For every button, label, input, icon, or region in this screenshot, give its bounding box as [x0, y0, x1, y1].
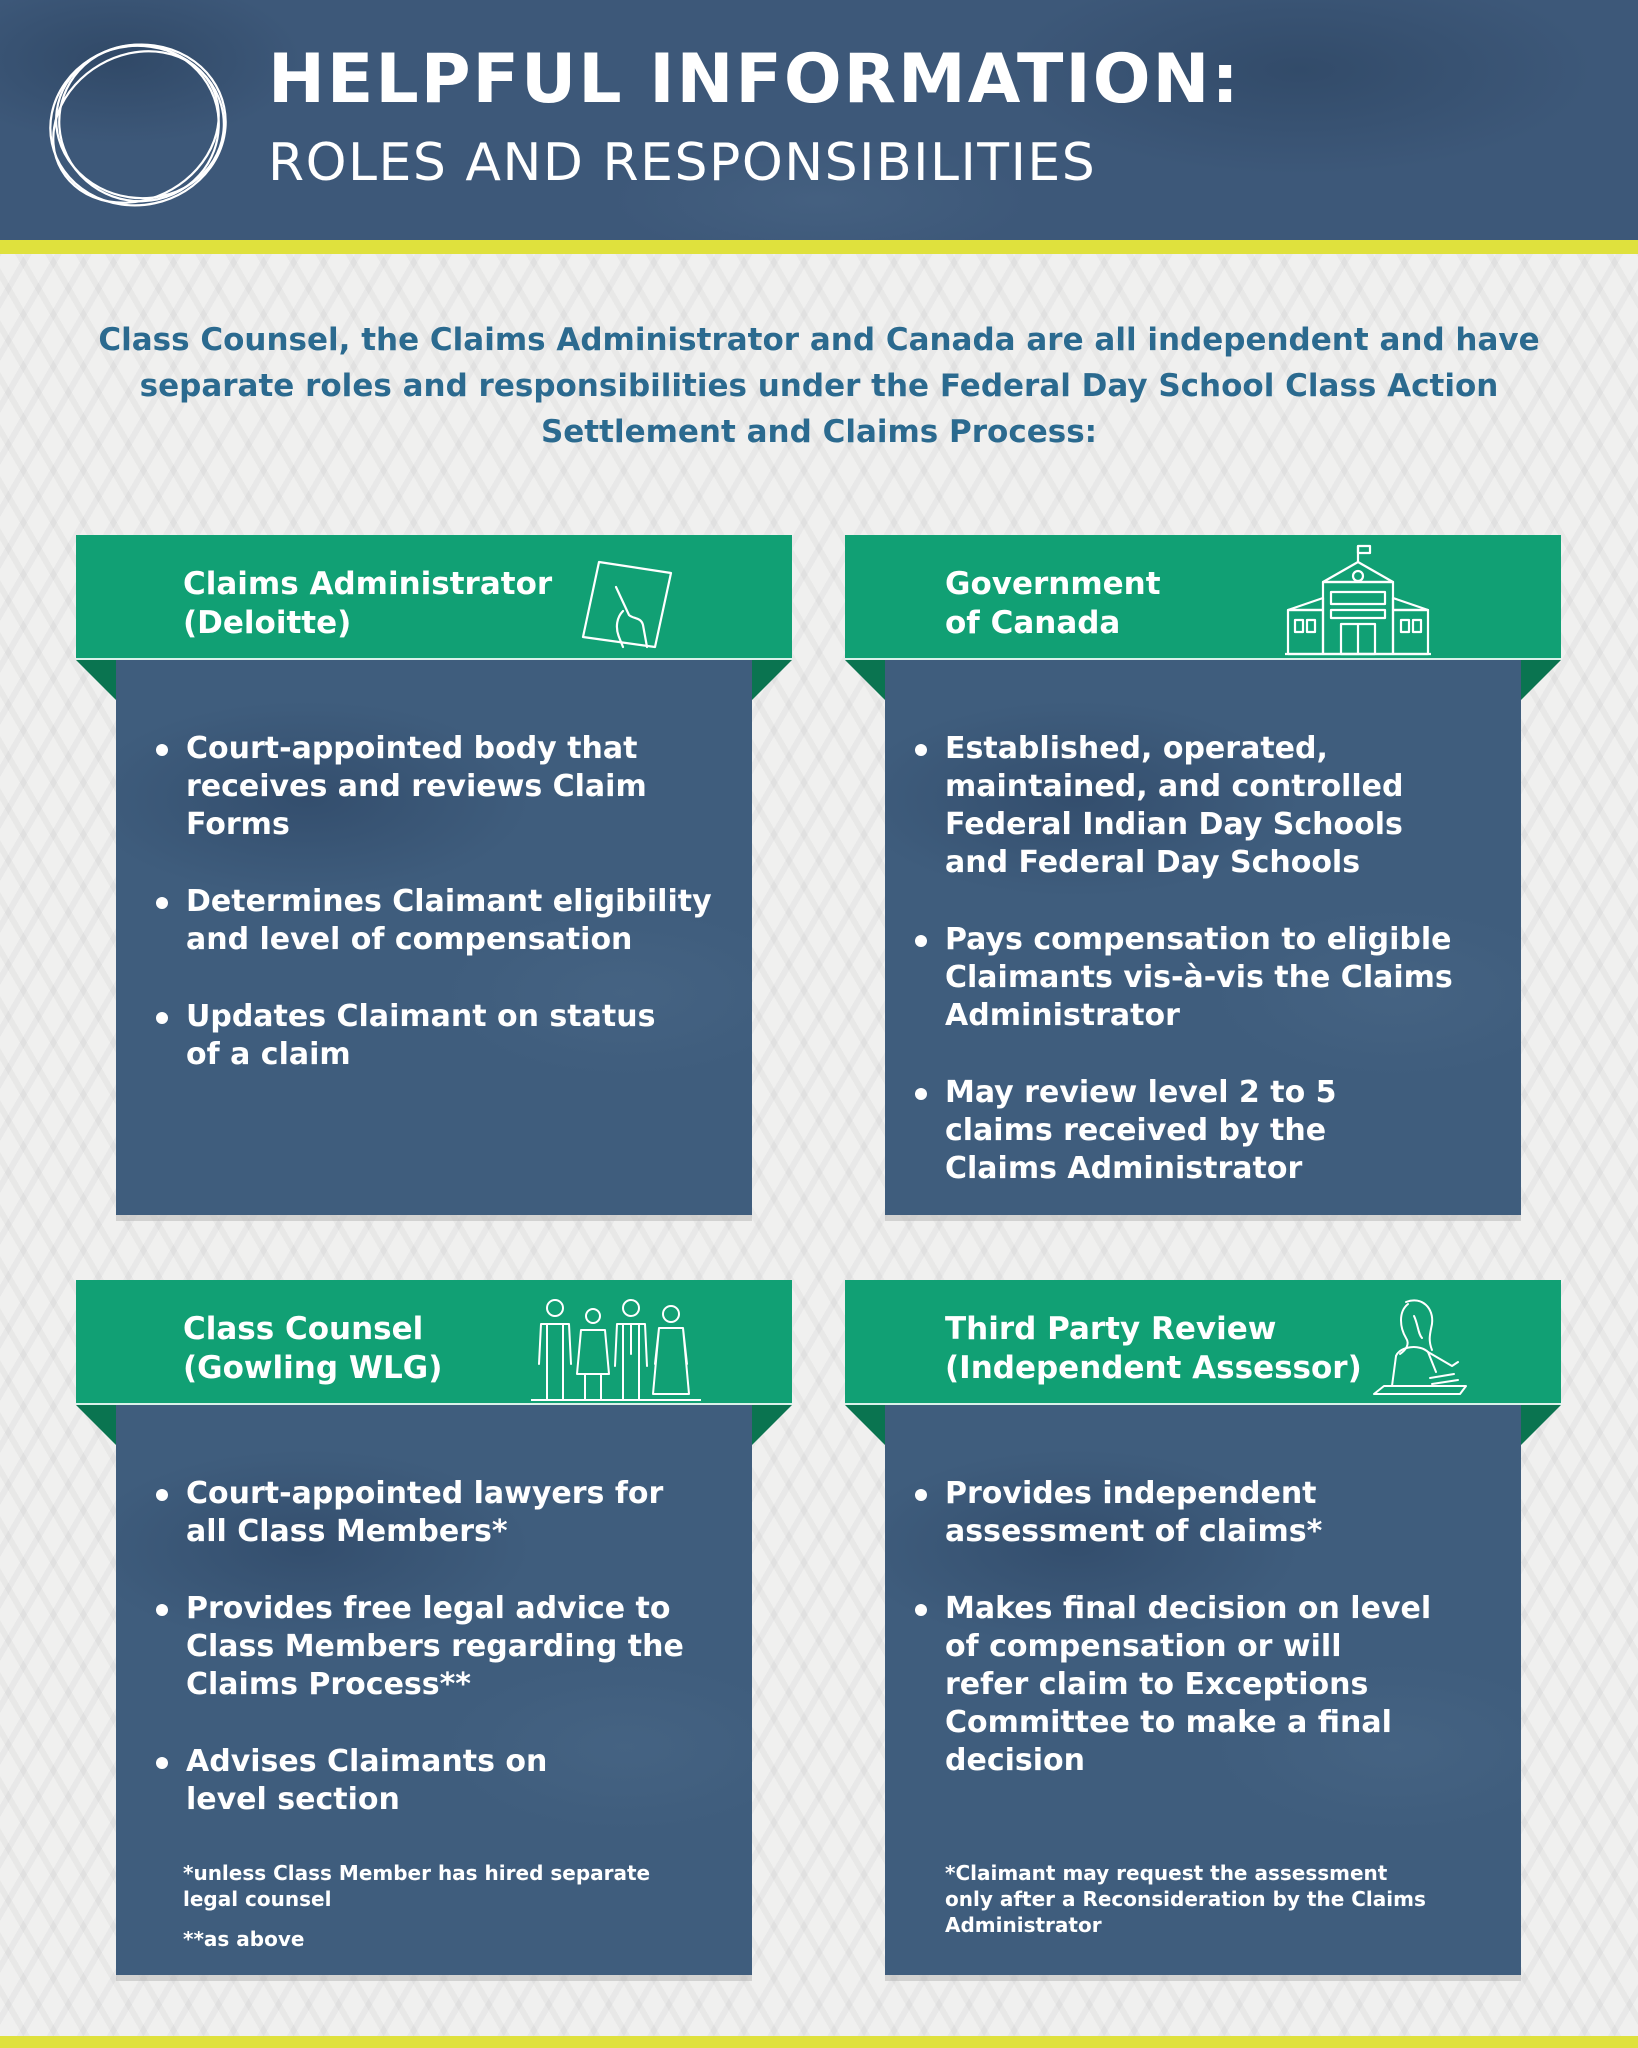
footnote: *unless Class Member has hired separate …	[183, 1861, 651, 1911]
footnote: **as above	[183, 1927, 305, 1951]
document-pen-icon	[581, 560, 673, 649]
card-third-party-review: Third Party Review (Independent Assessor…	[845, 1280, 1561, 1995]
list-item: Court-appointed body that receives and r…	[156, 730, 746, 844]
card-class-counsel: Class Counsel (Gowling WLG) Court-appoin…	[76, 1280, 792, 1995]
card-bullets: Provides independent assessment of claim…	[915, 1475, 1515, 1819]
group-of-people-icon	[531, 1299, 701, 1401]
footnote: *Claimant may request the assessment onl…	[945, 1861, 1426, 1937]
government-building-icon	[1285, 544, 1431, 656]
card-heading: Government of Canada	[945, 566, 1161, 641]
list-item: May review level 2 to 5 claims received …	[915, 1074, 1515, 1188]
list-item: Established, operated, maintained, and c…	[915, 730, 1515, 882]
card-body	[116, 660, 752, 1215]
header-banner: HELPFUL INFORMATION: ROLES AND RESPONSIB…	[0, 0, 1638, 240]
footer-divider	[0, 2036, 1638, 2048]
card-claims-administrator: Claims Administrator (Deloitte) Court-ap…	[76, 535, 792, 1240]
card-body	[885, 660, 1521, 1215]
card-bullets: Court-appointed body that receives and r…	[156, 730, 746, 1113]
assessor-writing-icon	[1373, 1299, 1467, 1395]
card-bullets: Established, operated, maintained, and c…	[915, 730, 1515, 1227]
page-subtitle: ROLES AND RESPONSIBILITIES	[268, 133, 1097, 193]
card-body	[116, 1405, 752, 1975]
intro-text: Class Counsel, the Claims Administrator …	[98, 322, 1540, 450]
card-body	[885, 1405, 1521, 1975]
card-heading: Claims Administrator (Deloitte)	[183, 566, 553, 641]
list-item: Court-appointed lawyers for all Class Me…	[156, 1475, 756, 1551]
card-government-of-canada: Government of Canada Established, operat…	[845, 535, 1561, 1240]
card-heading: Class Counsel (Gowling WLG)	[183, 1311, 443, 1386]
list-item: Makes final decision on level of compens…	[915, 1590, 1515, 1780]
card-banner	[845, 535, 1561, 660]
list-item: Determines Claimant eligibility and leve…	[156, 883, 746, 959]
page-title: HELPFUL INFORMATION:	[268, 40, 1241, 119]
card-banner	[76, 1280, 792, 1405]
scribble-circle-icon	[49, 43, 227, 207]
list-item: Provides free legal advice to Class Memb…	[156, 1590, 756, 1704]
card-banner	[845, 1280, 1561, 1405]
header-divider	[0, 240, 1638, 254]
card-heading: Third Party Review (Independent Assessor…	[945, 1311, 1362, 1386]
list-item: Updates Claimant on status of a claim	[156, 998, 746, 1074]
list-item: Advises Claimants on level section	[156, 1743, 756, 1819]
card-banner	[76, 535, 792, 660]
list-item: Pays compensation to eligible Claimants …	[915, 921, 1515, 1035]
list-item: Provides independent assessment of claim…	[915, 1475, 1515, 1551]
card-bullets: Court-appointed lawyers for all Class Me…	[156, 1475, 756, 1858]
